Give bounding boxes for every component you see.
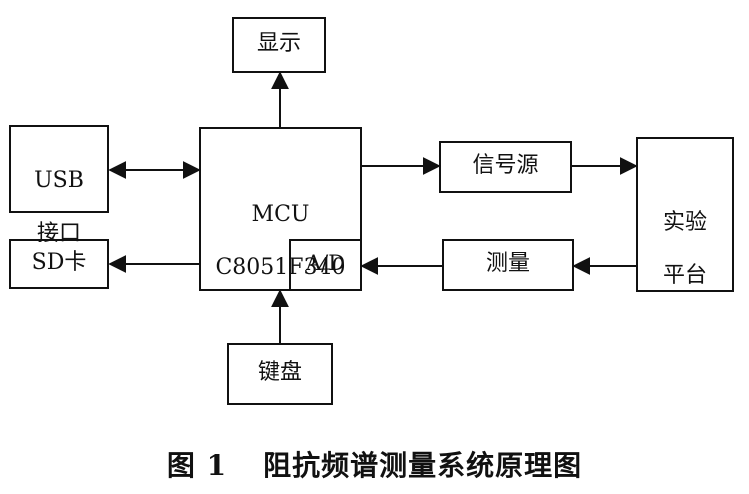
display-label: 显示 bbox=[256, 31, 301, 56]
figure-number: 图 1 bbox=[166, 449, 228, 482]
mcu-label-line1: MCU bbox=[251, 202, 310, 228]
figure-caption: 图 1 阻抗频谱测量系统原理图 bbox=[0, 444, 749, 484]
mcu-label-line2: C8051F340 bbox=[215, 255, 346, 281]
usb-label: USB 接口 bbox=[10, 142, 108, 274]
experiment-platform-label: 实验 平台 bbox=[637, 184, 733, 316]
measure-label: 测量 bbox=[485, 251, 530, 276]
experiment-platform-box bbox=[636, 137, 734, 292]
figure-title: 阻抗频谱测量系统原理图 bbox=[263, 449, 583, 482]
sd-box bbox=[9, 239, 109, 289]
usb-box bbox=[9, 125, 109, 213]
signal-source-label: 信号源 bbox=[472, 153, 539, 178]
mcu-label: MCU C8051F340 bbox=[200, 176, 361, 308]
usb-label-line1: USB bbox=[34, 168, 84, 194]
sd-label: SD卡 bbox=[31, 250, 87, 275]
ad-label: A/D bbox=[305, 251, 346, 275]
experiment-platform-label-line1: 实验 bbox=[662, 210, 707, 236]
experiment-platform-label-line2: 平台 bbox=[662, 263, 707, 289]
keyboard-label: 键盘 bbox=[257, 360, 302, 385]
usb-label-line2: 接口 bbox=[36, 221, 81, 247]
